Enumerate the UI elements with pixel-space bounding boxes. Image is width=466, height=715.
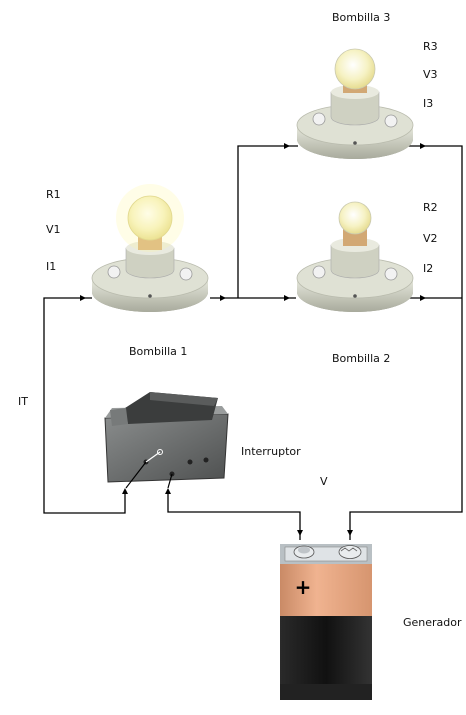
bulb-2-current: I2 (423, 262, 433, 275)
bulb-3-voltage: V3 (423, 68, 438, 81)
bulb-glass (127, 195, 173, 241)
bulb-1-resistance: R1 (46, 188, 61, 201)
voltage-label: V (320, 475, 328, 488)
arrow (297, 530, 303, 536)
bulb-1-voltage: V1 (46, 223, 61, 236)
bulb-1-current: I1 (46, 260, 56, 273)
bulb-3 (296, 48, 414, 159)
arrow (122, 488, 128, 494)
labels: Bombilla 3 R3 V3 I3 R1 V1 I1 R2 V2 I2 Bo… (18, 11, 462, 629)
bulb-2 (296, 201, 414, 312)
bulb-1 (91, 184, 209, 312)
bulb-2-resistance: R2 (423, 201, 438, 214)
battery: + (280, 544, 372, 700)
wire-left (43, 297, 126, 514)
arrow (420, 143, 426, 149)
bulb-2-name: Bombilla 2 (332, 352, 390, 365)
arrow (347, 530, 353, 536)
wires (43, 145, 463, 540)
bulb-glass (334, 48, 376, 90)
switch-label: Interruptor (241, 445, 301, 458)
arrow (284, 295, 290, 301)
total-current-label: IT (18, 395, 28, 408)
arrow (220, 295, 226, 301)
bulb-3-current: I3 (423, 97, 433, 110)
wire-right (349, 145, 463, 540)
arrow (165, 488, 171, 494)
current-arrows (80, 143, 426, 536)
arrow (284, 143, 290, 149)
arrow (80, 295, 86, 301)
wire-to-bulb3 (237, 145, 298, 298)
battery-label: Generador (403, 616, 462, 629)
battery-plus-sign: + (295, 575, 312, 599)
bulb-2-voltage: V2 (423, 232, 438, 245)
wire-switch-battery (167, 490, 301, 540)
arrow (420, 295, 426, 301)
bulb-3-name: Bombilla 3 (332, 11, 390, 24)
bulb-3-resistance: R3 (423, 40, 438, 53)
bulb-glass (338, 201, 372, 235)
switch[interactable] (104, 392, 229, 489)
bulb-1-name: Bombilla 1 (129, 345, 187, 358)
